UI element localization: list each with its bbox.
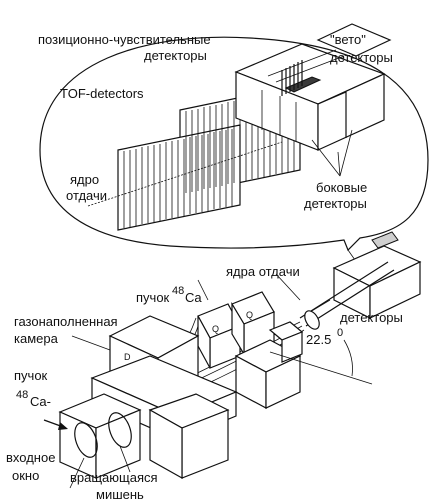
veto-detectors-label: детекторы [330, 50, 393, 65]
angle-label: 22.5 0 [306, 327, 343, 347]
q2-mark: Q [246, 310, 253, 320]
recoil-label-1: ядро [70, 172, 99, 187]
entrance-window-label-1: входное [6, 450, 55, 465]
recoil-nuclei-label: ядра отдачи [226, 264, 300, 279]
svg-text:48: 48 [16, 389, 28, 401]
tof-label: TOF-detectors [60, 86, 144, 101]
side-label-1: боковые [316, 180, 367, 195]
tof-strips-front [123, 129, 233, 228]
svg-text:пучок: пучок [136, 290, 170, 305]
focal-plane-detector [234, 23, 392, 151]
gas-chamber-label-1: газонаполненная [14, 314, 118, 329]
veto-label: "вето" [330, 32, 366, 47]
veto-plate [316, 23, 392, 57]
pos-detectors-label: детекторы [144, 48, 207, 63]
tof-detectors [117, 84, 301, 231]
magnet-d2 [234, 339, 302, 409]
magnet-q1: Q [197, 303, 241, 369]
drift-tube [299, 261, 395, 330]
svg-text:22.5: 22.5 [306, 332, 331, 347]
svg-text:Ca-: Ca- [30, 394, 51, 409]
svg-text:48: 48 [172, 285, 184, 297]
svg-text:Ca: Ca [185, 290, 202, 305]
pos-sensitive-label: позиционно-чувствительные [38, 32, 211, 47]
entrance-window-ring [74, 422, 98, 458]
tof-panel-front [117, 124, 241, 231]
callout-outline [39, 36, 429, 252]
detectors-label: детекторы [340, 310, 403, 325]
angle-marker [269, 339, 373, 385]
incoming-beam-arrow [43, 419, 68, 430]
target-chamber [58, 393, 230, 480]
rotating-target-label-1: вращающаяся [70, 470, 158, 485]
q1-mark: Q [212, 324, 219, 334]
lower-leaders [69, 273, 301, 489]
side-detector-leaders [311, 129, 353, 177]
detector-box [332, 231, 422, 319]
svg-text:пучок: пучок [14, 368, 48, 383]
small-block [268, 321, 304, 363]
svg-text:0: 0 [337, 327, 343, 339]
rotating-target-ring [108, 412, 132, 448]
d1-mark: D [124, 352, 131, 362]
side-label-2: детекторы [304, 196, 367, 211]
rotating-target-label-2: мишень [96, 487, 144, 502]
beam-ca48-label: пучок 48 Ca [136, 285, 202, 305]
gas-chamber-label-2: камера [14, 331, 59, 346]
recoil-label-2: отдачи [66, 188, 107, 203]
recoil-trajectory-inset [87, 141, 283, 207]
entrance-window-label-2: окно [12, 468, 39, 483]
incoming-beam-label: пучок 48 Ca- [14, 368, 51, 409]
